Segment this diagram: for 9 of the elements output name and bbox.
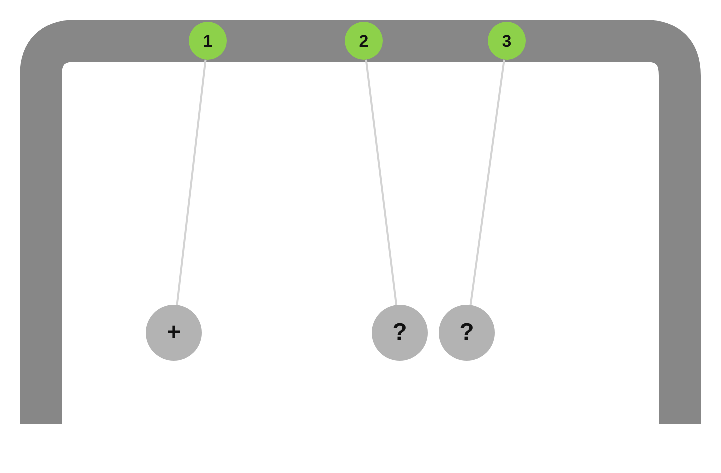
callout-number: 2 bbox=[359, 32, 369, 50]
charge-sign: ? bbox=[392, 321, 408, 345]
charge-sign: ? bbox=[460, 321, 474, 345]
hanging-thread bbox=[365, 60, 398, 306]
hanging-thread bbox=[470, 60, 506, 306]
charge-sign: + bbox=[166, 321, 181, 345]
callout-number: 3 bbox=[502, 32, 512, 50]
callout-number: 1 bbox=[203, 32, 213, 50]
hanging-thread bbox=[176, 60, 207, 306]
